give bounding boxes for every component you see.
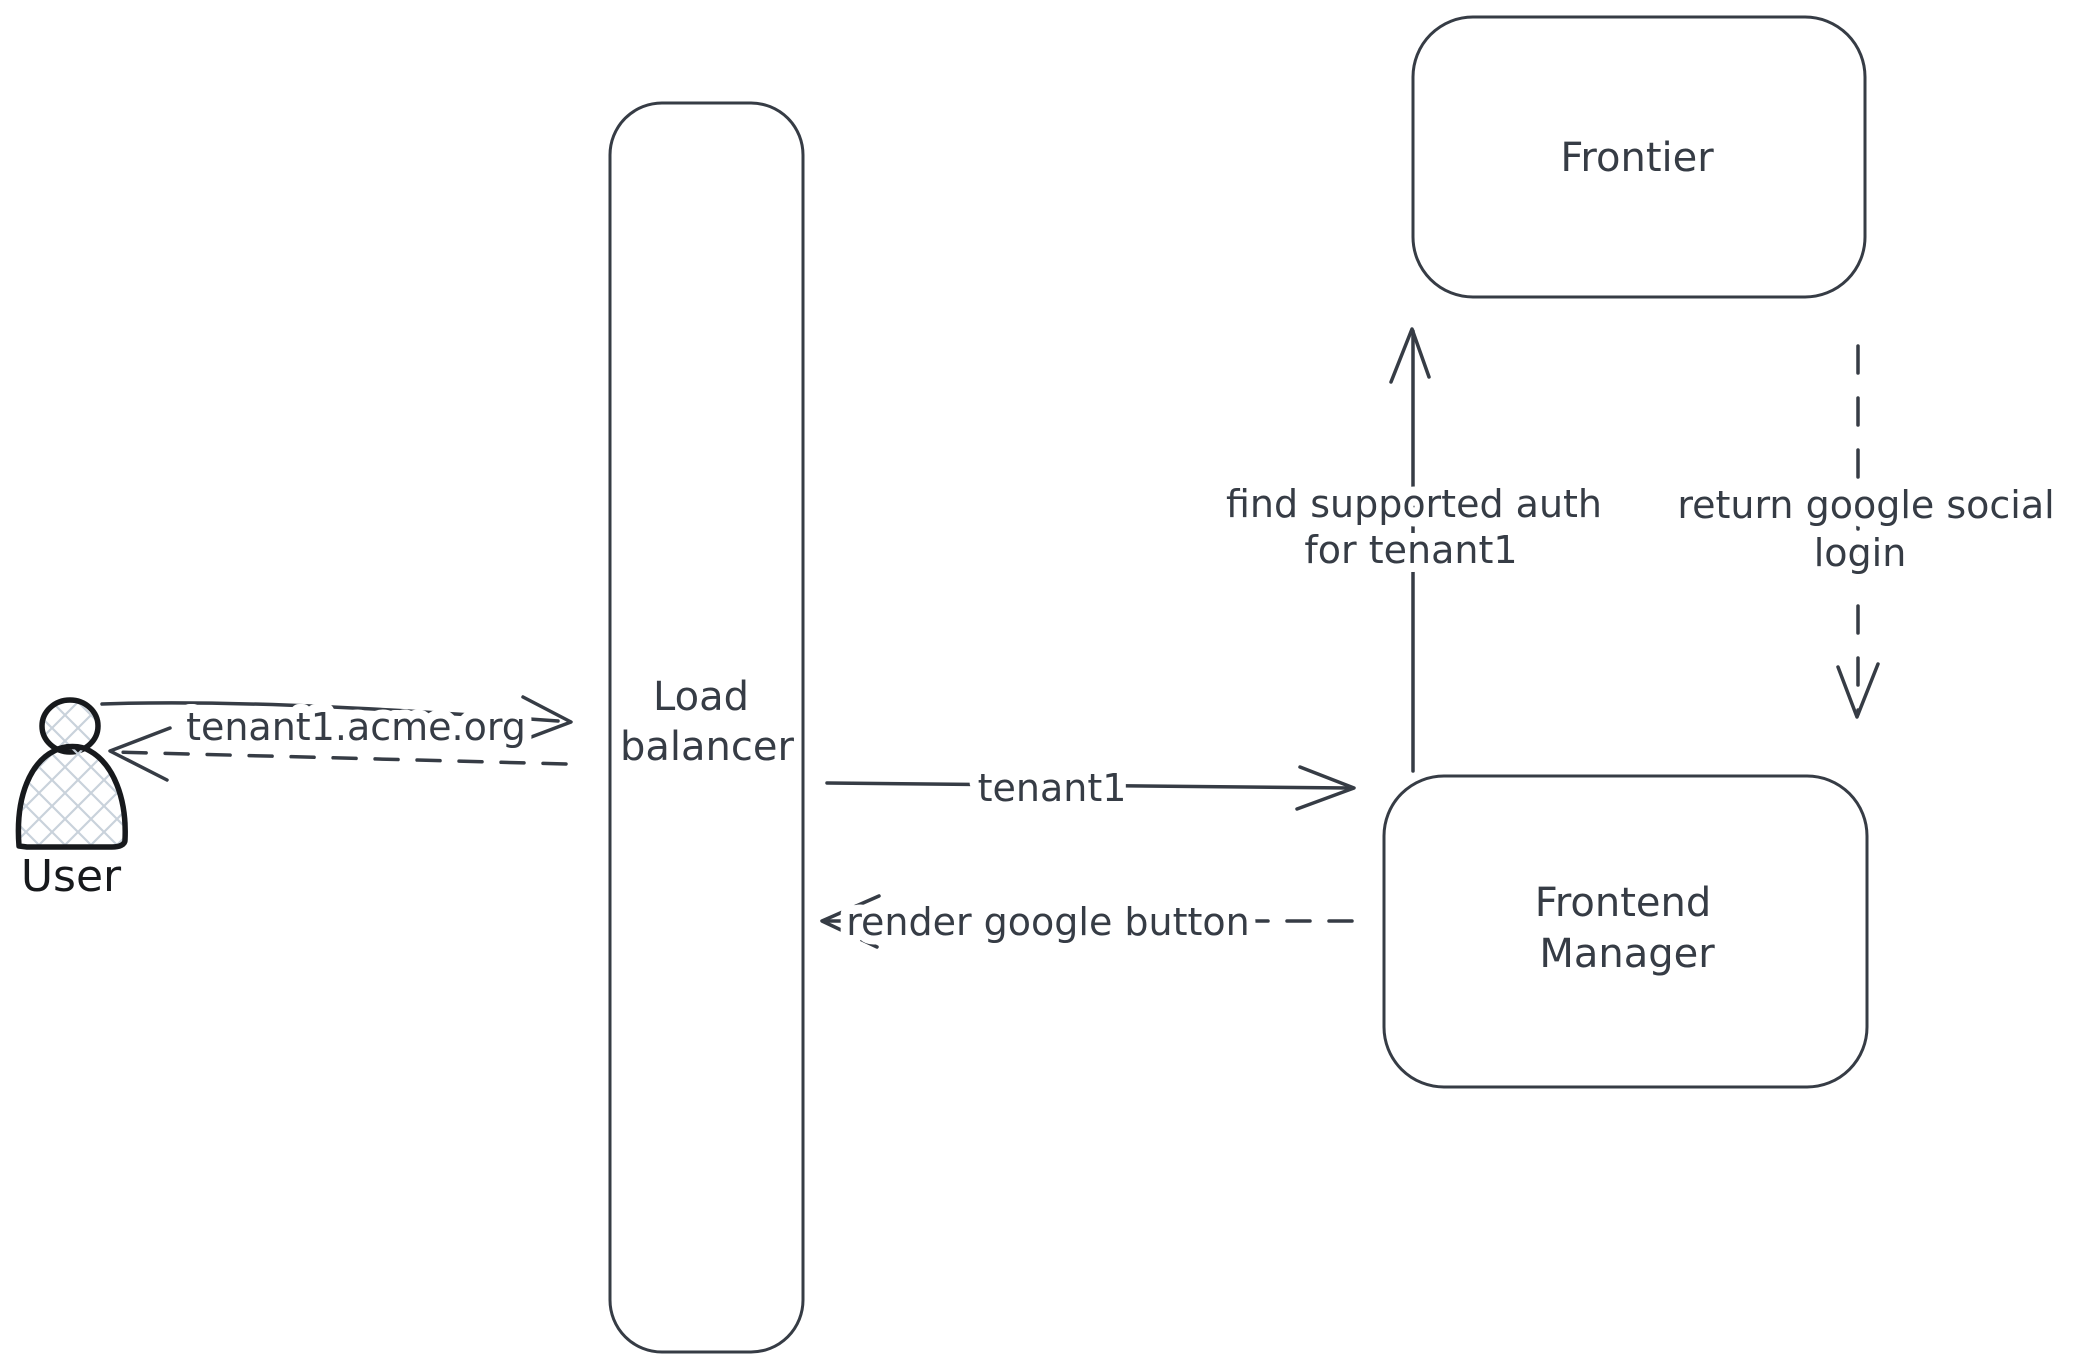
user-label: User: [21, 851, 122, 902]
arrow-user-to-load-balancer-line: [100, 701, 560, 723]
edge-label-find-supported-auth-line2: for tenant1: [1304, 528, 1517, 572]
edge-label-find-supported-auth-line1: find supported auth: [1226, 482, 1602, 526]
frontend-manager-label-line1: Frontend: [1535, 880, 1712, 926]
user-icon-body: [15, 743, 128, 850]
edge-label-tenant1-acme-org: tenant1.acme.org: [186, 705, 526, 749]
frontier-box: [1411, 15, 1867, 299]
diagram-labels: tenant1.acme.org tenant1 render google b…: [21, 135, 2064, 977]
load-balancer-box: [608, 101, 805, 1354]
frontier-label: Frontier: [1560, 135, 1714, 181]
arrow-load-balancer-to-user-head: [108, 726, 172, 782]
frontend-manager-label-line2: Manager: [1539, 931, 1715, 977]
arrow-frontier-to-frontend-manager-head: [1836, 662, 1880, 719]
arrow-frontend-manager-to-frontier-head: [1389, 327, 1431, 384]
load-balancer-label-line1: Load: [653, 674, 749, 720]
arrow-load-balancer-to-frontend-manager-head: [1295, 765, 1356, 811]
arrow-load-balancer-to-user-line: [113, 750, 568, 766]
arrow-user-to-load-balancer-head: [516, 695, 573, 744]
edge-label-render-google-button: render google button: [846, 900, 1250, 944]
load-balancer-label-line2: balancer: [620, 724, 794, 770]
diagram-strokes: [100, 15, 1880, 1354]
edge-label-return-google-social-line1: return google social: [1677, 483, 2054, 527]
arrow-load-balancer-to-frontend-manager-line: [825, 781, 1352, 790]
arrow-frontend-manager-to-load-balancer-head: [820, 894, 881, 949]
frontend-manager-box: [1382, 774, 1869, 1089]
edge-label-return-google-social-line2: login: [1814, 531, 1907, 575]
user-figure: [15, 697, 128, 850]
edge-label-tenant1: tenant1: [978, 766, 1127, 810]
